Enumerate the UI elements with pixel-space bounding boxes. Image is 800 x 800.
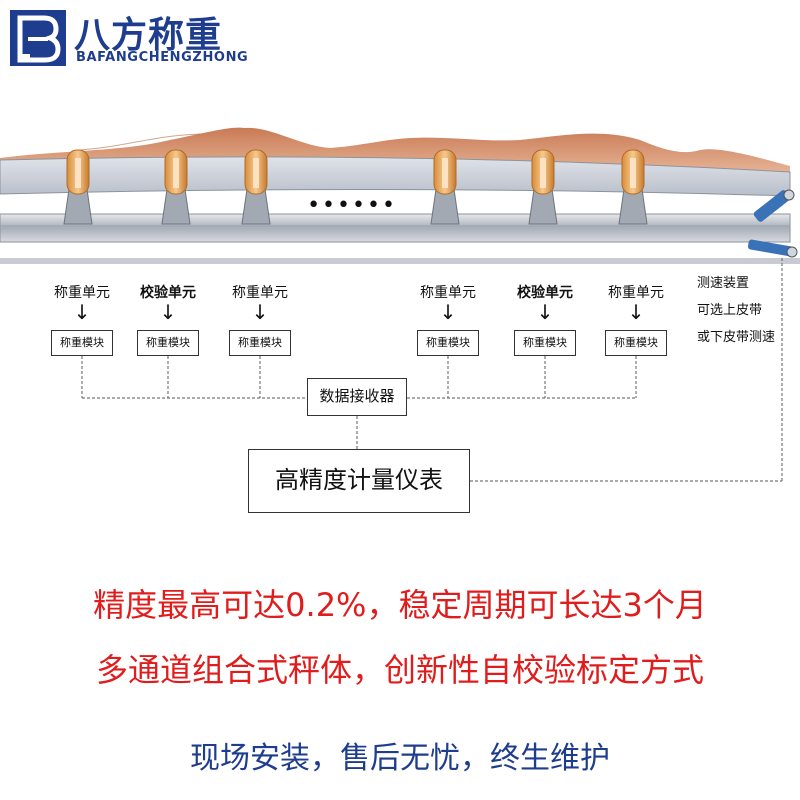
headline-features: 多通道组合式秤体，创新性自校验标定方式 bbox=[95, 651, 704, 689]
down-arrow-icon: ↓ bbox=[159, 300, 177, 324]
logo-mark-icon bbox=[10, 10, 66, 66]
headline-accuracy: 精度最高可达0.2%，稳定周期可长达3个月 bbox=[93, 586, 707, 624]
weighing-module: 称重模块 bbox=[605, 330, 667, 356]
speed-sensor-note: 测速装置 可选上皮带 或下皮带测速 bbox=[697, 270, 775, 351]
unit-label: 校验单元 bbox=[517, 285, 573, 301]
unit-label: 校验单元 bbox=[140, 285, 196, 301]
unit-label: 称重单元 bbox=[420, 285, 476, 301]
weighing-module: 称重模块 bbox=[229, 330, 291, 356]
wiring-lines bbox=[81, 258, 783, 482]
data-receiver: 数据接收器 bbox=[307, 378, 407, 416]
idler-group-left bbox=[63, 149, 271, 225]
speed-note-line: 可选上皮带 bbox=[697, 303, 763, 318]
precision-meter: 高精度计量仪表 bbox=[248, 449, 470, 513]
down-arrow-icon: ↓ bbox=[627, 300, 645, 324]
speed-sensor-upper bbox=[753, 189, 795, 222]
down-arrow-icon: ↓ bbox=[251, 300, 269, 324]
down-arrow-icon: ↓ bbox=[439, 300, 457, 324]
service-slogan: 现场安装，售后无忧，终生维护 bbox=[190, 741, 610, 776]
weighing-module: 称重模块 bbox=[51, 330, 113, 356]
weighing-module: 称重模块 bbox=[137, 330, 199, 356]
weighing-module: 称重模块 bbox=[417, 330, 479, 356]
weighing-module: 称重模块 bbox=[514, 330, 576, 356]
unit-label: 称重单元 bbox=[54, 285, 110, 301]
conveyor-frame bbox=[0, 213, 791, 243]
unit-label: 称重单元 bbox=[232, 285, 288, 301]
down-arrow-icon: ↓ bbox=[536, 300, 554, 324]
brand-name-cn: 八方称重 bbox=[74, 15, 223, 56]
continuation-dots: •••••• bbox=[307, 193, 397, 218]
brand-name-en: BAFANGCHENGZHONG bbox=[76, 50, 249, 65]
speed-note-line: 或下皮带测速 bbox=[697, 330, 776, 345]
down-arrow-icon: ↓ bbox=[73, 300, 91, 324]
speed-note-line: 测速装置 bbox=[697, 276, 750, 291]
brand-logo: 八方称重 BAFANGCHENGZHONG bbox=[10, 10, 280, 68]
speed-sensor-lower bbox=[747, 239, 798, 258]
idler-group-right bbox=[430, 149, 648, 225]
unit-label: 称重单元 bbox=[608, 285, 664, 301]
